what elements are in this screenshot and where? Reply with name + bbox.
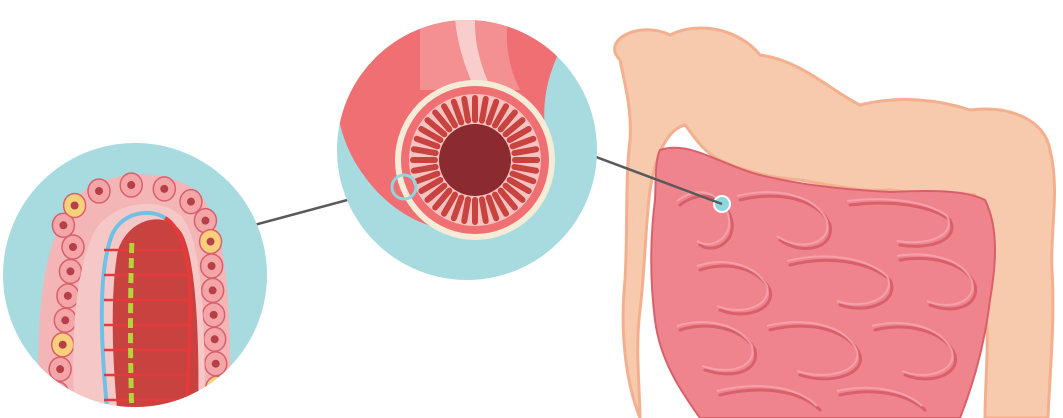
nucleus [210,311,218,319]
nucleus [127,181,135,189]
nucleus [59,341,67,349]
mucosal-fold [514,167,536,171]
epithelial-cell [44,406,66,418]
nucleus [69,243,77,251]
nucleus [207,238,215,246]
nucleus [212,360,220,368]
intestine-tube-cross-section-icon [336,0,600,280]
nucleus [209,286,217,294]
mucosal-fold [464,199,468,221]
mucosal-fold [414,149,436,153]
intestines-icon [615,28,1055,418]
nucleus [54,390,62,398]
nucleus [64,292,72,300]
nucleus [208,262,216,270]
nucleus [61,316,69,324]
nucleus [213,384,221,392]
goblet-cell [206,376,228,400]
nucleus [66,267,74,275]
villus-cross-section-icon [3,143,267,418]
mucosal-fold [464,99,468,121]
epithelial-cell [207,401,229,418]
nucleus [201,217,209,225]
nucleus [95,187,103,195]
mucosal-fold [482,99,486,121]
nucleus [71,201,79,209]
nucleus [211,335,219,343]
epithelial-cell [47,382,69,406]
nucleus [56,365,64,373]
nucleus [214,409,222,417]
mucosal-fold [482,199,486,221]
nucleus [59,221,67,229]
nucleus [51,414,59,418]
nucleus [187,198,195,206]
nucleus [160,185,168,193]
mucosal-fold [414,167,436,171]
mucosal-fold [514,149,536,153]
